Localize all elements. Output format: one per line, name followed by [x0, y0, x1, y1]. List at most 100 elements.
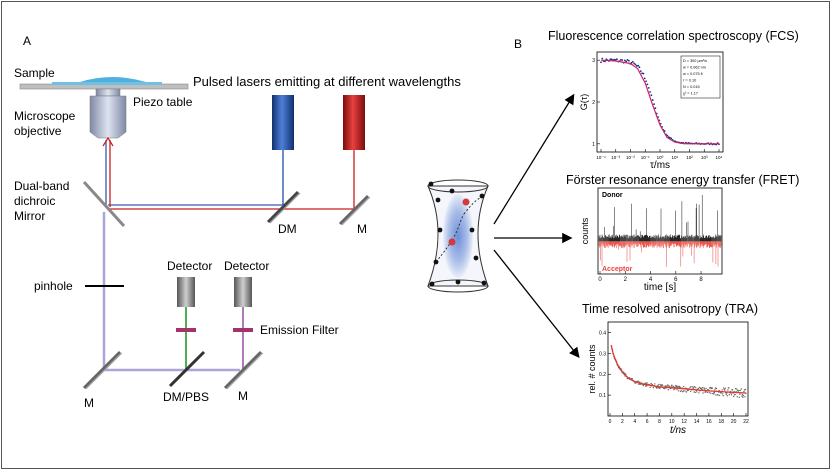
fret-title: Förster resonance energy transfer (FRET)	[566, 173, 799, 187]
molecule	[455, 279, 461, 285]
molecule	[433, 259, 439, 265]
fcs-y-tick-label: 2	[592, 100, 595, 106]
tra-x-tick-label: 6	[646, 419, 649, 425]
tra-data-point	[646, 382, 648, 384]
piezo-table	[19, 77, 189, 90]
fcs-data-point	[638, 66, 641, 69]
tra-data-point	[726, 392, 728, 394]
tra-data-point	[717, 394, 719, 396]
fcs-data-point	[613, 58, 616, 61]
tra-x-tick-label: 12	[681, 419, 687, 425]
fcs-data-point	[646, 83, 649, 86]
m-right-label: M	[357, 222, 367, 236]
tra-data-point	[722, 393, 724, 395]
pinhole-label: pinhole	[34, 279, 73, 293]
tra-data-point	[743, 391, 745, 393]
tra-data-point	[725, 393, 727, 396]
tra-x-tick-label: 14	[694, 419, 700, 425]
tra-data-point	[645, 382, 647, 384]
tra-data-point	[740, 388, 742, 390]
tra-data-point	[732, 395, 735, 398]
tra-data-point	[637, 380, 639, 382]
tra-data-point	[718, 394, 721, 397]
tra-data-point	[685, 391, 688, 393]
tra-data-point	[672, 385, 675, 387]
fcs-x-tick-label: 10¹	[671, 155, 678, 160]
tra-data-point	[645, 385, 648, 387]
tra-data-point	[741, 395, 743, 397]
tra-data-point	[652, 387, 654, 389]
fcs-x-tick-label: 10²	[686, 155, 693, 160]
fcs-data-point	[650, 94, 653, 97]
fcs-data-point	[637, 64, 640, 67]
fcs-data-point	[645, 80, 647, 83]
fret-y-axis-label: counts	[580, 217, 590, 244]
tra-data-point	[738, 389, 740, 392]
tra-data-point	[736, 388, 738, 390]
tra-data-point	[734, 388, 737, 390]
tra-data-point	[682, 390, 684, 392]
tra-data-point	[703, 387, 705, 389]
tra-data-point	[649, 386, 651, 388]
tra-data-point	[694, 386, 696, 388]
dichroic-label-line2: dichroic	[14, 194, 55, 208]
tra-data-point	[683, 385, 685, 388]
fcs-data-point	[610, 58, 613, 61]
m-bottom-right-label: M	[238, 389, 248, 403]
microscope-objective	[89, 88, 127, 139]
arrow-up-icon	[102, 136, 114, 147]
fcs-legend-entry: N = 0.015	[683, 85, 700, 89]
detector-left-label: Detector	[167, 259, 212, 273]
dm-mirror-top	[266, 190, 300, 224]
objective-label-line2: objective	[14, 124, 62, 138]
tra-data-point	[711, 387, 713, 389]
fret-x-tick-label: 8	[699, 277, 703, 283]
tra-data-point	[713, 393, 715, 395]
red-laser	[343, 95, 365, 150]
fcs-data-point	[625, 60, 628, 63]
tra-plot-area	[607, 321, 749, 417]
dm-label: DM	[278, 222, 297, 236]
tra-data-point	[703, 388, 706, 390]
fcs-x-tick-label: 10⁻²	[626, 155, 635, 160]
fret-acceptor-label: Acceptor	[602, 266, 633, 273]
dm-pbs-mirror	[168, 350, 206, 388]
tra-data-point	[644, 385, 647, 387]
tra-x-tick-label: 18	[718, 419, 724, 425]
dichroic-label-line3: Mirror	[14, 209, 45, 223]
tra-data-point	[664, 387, 666, 390]
emission-filter-label: Emission Filter	[260, 323, 339, 337]
fcs-data-point	[633, 62, 636, 65]
tra-data-point	[697, 387, 699, 390]
tra-data-point	[724, 389, 726, 391]
fcs-legend-entry: w = 0.075 fl	[683, 72, 703, 76]
tra-data-point	[656, 387, 658, 389]
tra-data-point	[701, 387, 704, 389]
fret-acceptor-trace	[598, 241, 722, 267]
tra-x-tick-label: 16	[706, 419, 712, 425]
fcs-x-tick-label: 10⁴	[716, 155, 723, 160]
fcs-legend-box	[680, 55, 721, 99]
tra-data-point	[741, 393, 744, 396]
tra-x-tick-label: 10	[669, 419, 675, 425]
objective-label-line1: Microscope	[14, 109, 76, 123]
fcs-x-tick-label: 10⁰	[657, 155, 664, 160]
tra-data-point	[714, 387, 717, 389]
m-mirror-bottom-right	[223, 350, 263, 390]
fcs-data-point	[635, 64, 638, 67]
tra-data-point	[654, 383, 656, 385]
tra-data-point	[667, 389, 669, 391]
detector-left	[177, 277, 195, 307]
tra-data-point	[695, 387, 697, 389]
tra-data-point	[658, 383, 660, 386]
tra-title: Time resolved anisotropy (TRA)	[582, 302, 758, 316]
tra-data-point	[744, 396, 746, 398]
arrow-to-tra	[493, 249, 580, 359]
molecule	[479, 193, 485, 199]
tra-data-point	[659, 384, 662, 386]
